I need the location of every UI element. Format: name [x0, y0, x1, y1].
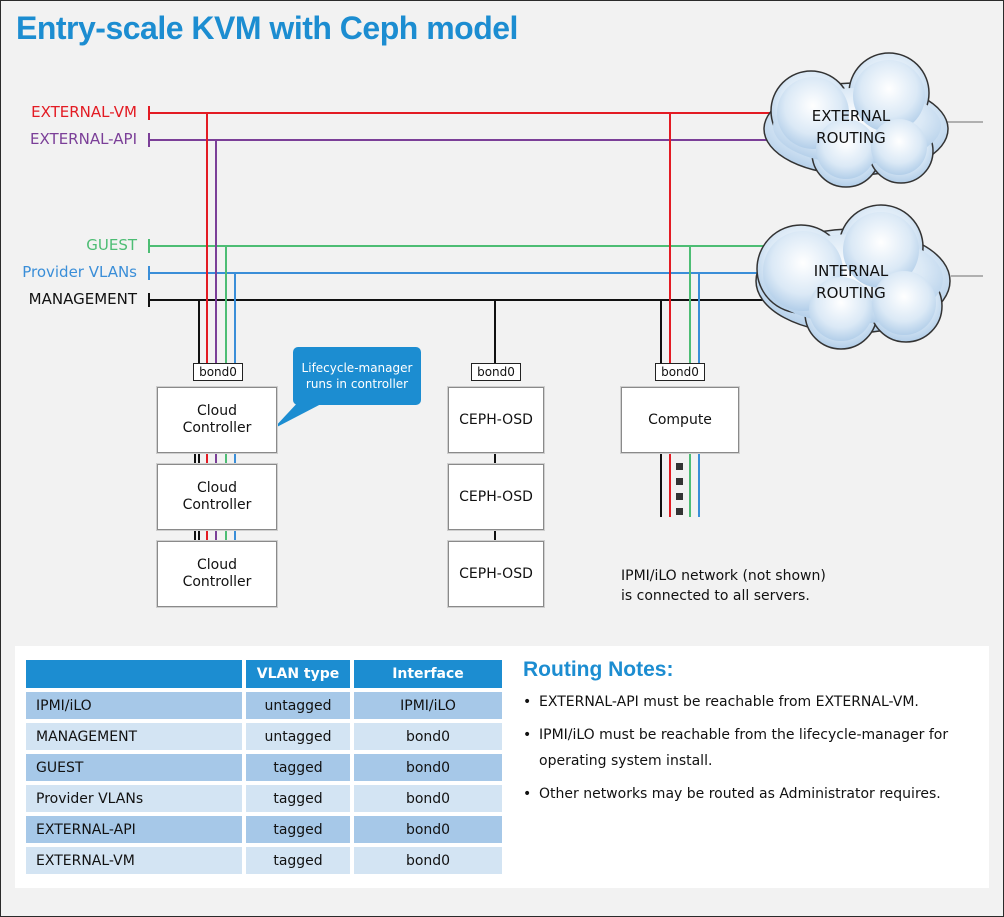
vlan-table: VLAN type Interface IPMI/iLO untagged IP… [26, 656, 502, 878]
cloud-controller-box: Cloud Controller [157, 464, 277, 530]
ipmi-network-note: IPMI/iLO network (not shown) is connecte… [621, 568, 826, 604]
table-cell-network: MANAGEMENT [26, 723, 242, 750]
network-label-external-vm: EXTERNAL-VM [31, 103, 137, 121]
internal-routing-cloud [755, 204, 951, 350]
table-cell-network: IPMI/iLO [26, 692, 242, 719]
table-cell-vlan-type: tagged [242, 816, 350, 843]
table-cell-vlan-type: tagged [242, 785, 350, 812]
table-cell-vlan-type: untagged [242, 692, 350, 719]
compute-box: Compute [621, 387, 739, 453]
table-cell-interface: bond0 [350, 723, 502, 750]
table-cell-interface: bond0 [350, 785, 502, 812]
table-header-vlan-type: VLAN type [242, 660, 350, 688]
table-cell-interface: IPMI/iLO [350, 692, 502, 719]
list-item: IPMI/iLO must be reachable from the life… [523, 722, 963, 774]
cloud-controller-box: Cloud Controller [157, 541, 277, 607]
legend-panel: VLAN type Interface IPMI/iLO untagged IP… [15, 646, 989, 888]
table-cell-vlan-type: tagged [242, 754, 350, 781]
controller-bond0-label: bond0 [193, 363, 243, 381]
table-cell-network: GUEST [26, 754, 242, 781]
table-header-network [26, 660, 242, 688]
external-routing-cloud [763, 52, 949, 188]
compute-bond0-label: bond0 [655, 363, 705, 381]
network-label-external-api: EXTERNAL-API [30, 130, 137, 148]
ceph-osd-box: CEPH-OSD [448, 387, 544, 453]
table-row: IPMI/iLO untagged IPMI/iLO [26, 692, 502, 719]
table-cell-vlan-type: untagged [242, 723, 350, 750]
routing-notes-title: Routing Notes: [523, 658, 674, 681]
table-row: EXTERNAL-VM tagged bond0 [26, 847, 502, 874]
table-row: MANAGEMENT untagged bond0 [26, 723, 502, 750]
vlan-table-header: VLAN type Interface [26, 660, 502, 688]
ceph-osd-box: CEPH-OSD [448, 541, 544, 607]
table-row: GUEST tagged bond0 [26, 754, 502, 781]
internal-routing-label: INTERNAL ROUTING [813, 262, 889, 302]
table-row: Provider VLANs tagged bond0 [26, 785, 502, 812]
table-cell-network: EXTERNAL-VM [26, 847, 242, 874]
ceph-osd-box: CEPH-OSD [448, 464, 544, 530]
compute-drops [660, 113, 700, 517]
list-item: EXTERNAL-API must be reachable from EXTE… [523, 689, 963, 715]
external-routing-label: EXTERNAL ROUTING [811, 107, 891, 147]
network-lines [148, 106, 791, 307]
cloud-controller-box: Cloud Controller [157, 387, 277, 453]
network-label-guest: GUEST [86, 236, 137, 254]
table-cell-interface: bond0 [350, 847, 502, 874]
routing-notes-list: EXTERNAL-API must be reachable from EXTE… [523, 682, 963, 807]
callout-pointer [273, 399, 323, 429]
table-cell-vlan-type: tagged [242, 847, 350, 874]
table-header-interface: Interface [350, 660, 502, 688]
ceph-bond0-label: bond0 [471, 363, 521, 381]
diagram-title: Entry-scale KVM with Ceph model [16, 10, 518, 46]
list-item: Other networks may be routed as Administ… [523, 781, 963, 807]
table-cell-interface: bond0 [350, 816, 502, 843]
network-label-management: MANAGEMENT [28, 290, 137, 308]
network-label-provider-vlans: Provider VLANs [22, 263, 137, 281]
table-cell-network: Provider VLANs [26, 785, 242, 812]
table-row: EXTERNAL-API tagged bond0 [26, 816, 502, 843]
lifecycle-manager-callout: Lifecycle-manager runs in controller [293, 347, 421, 405]
table-cell-network: EXTERNAL-API [26, 816, 242, 843]
table-cell-interface: bond0 [350, 754, 502, 781]
